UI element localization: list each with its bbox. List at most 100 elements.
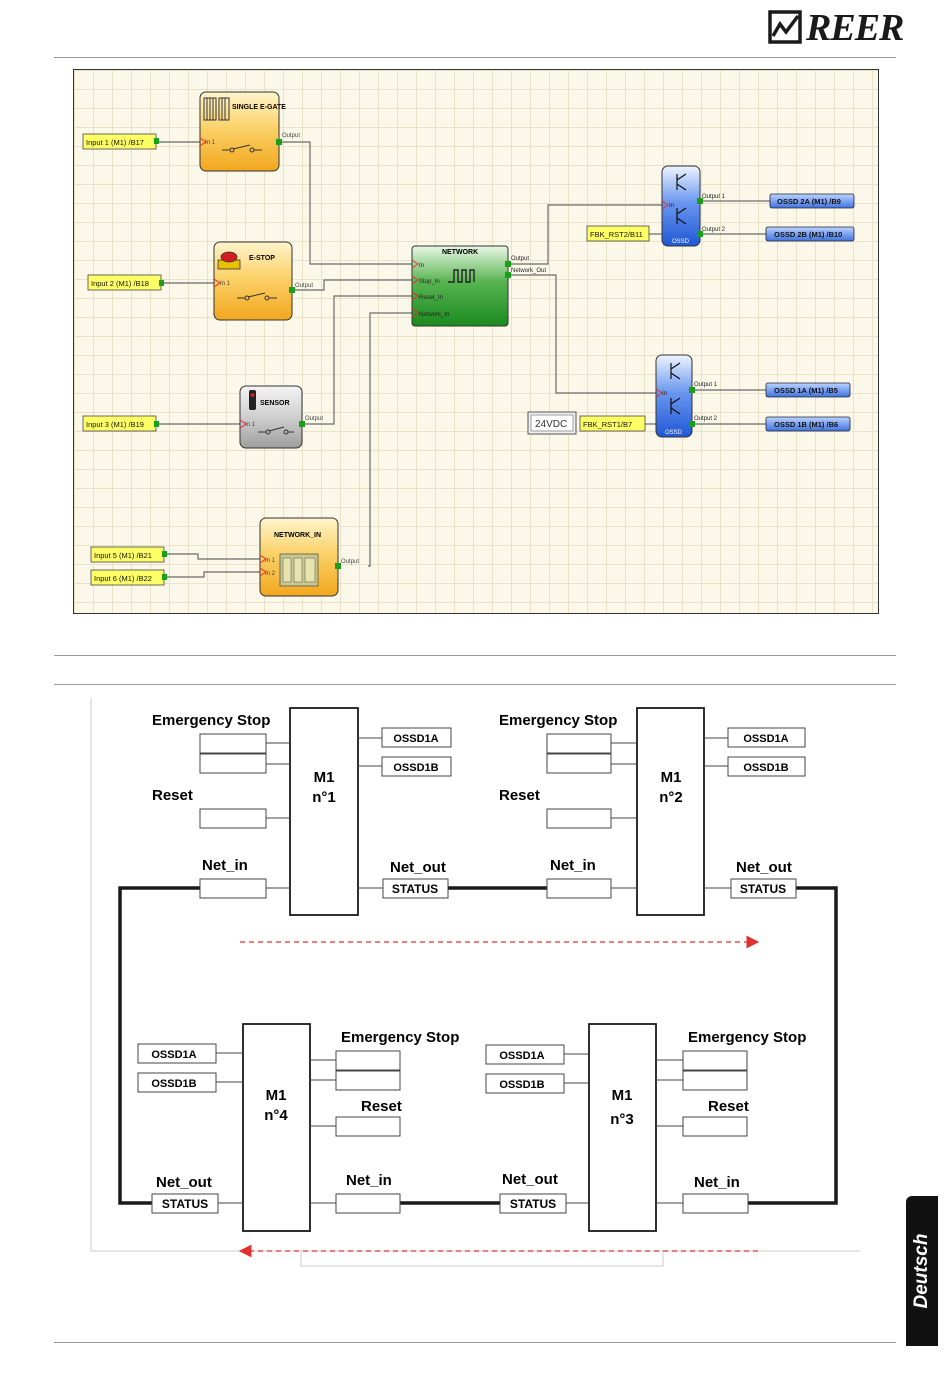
language-label: Deutsch bbox=[911, 1233, 932, 1309]
module-2: M1 n°2 Emergency Stop Reset Net_in OSSD1… bbox=[499, 707, 806, 916]
m4-ossd1a: OSSD1A bbox=[151, 1049, 196, 1061]
estop-block[interactable]: E-STOP In 1 Output bbox=[213, 241, 313, 321]
network-pin-stop: Stop_In bbox=[419, 279, 440, 285]
footer-rule bbox=[54, 1342, 896, 1343]
network-pulse-icon bbox=[448, 269, 475, 283]
input-tag-5[interactable]: Input 5 (M1) /B21 bbox=[94, 551, 152, 560]
module-2-number: n°2 bbox=[659, 789, 683, 806]
m3-reset-label: Reset bbox=[708, 1098, 749, 1115]
input-tag-1[interactable]: Input 1 (M1) /B17 bbox=[86, 138, 144, 147]
ossd-bottom-in: In bbox=[662, 391, 667, 397]
m2-emergency-stop-label: Emergency Stop bbox=[499, 712, 617, 729]
network-in-out: Output bbox=[341, 559, 359, 565]
section-rule-1 bbox=[54, 655, 896, 656]
module-3-name: M1 bbox=[612, 1087, 633, 1104]
m3-status: STATUS bbox=[510, 1197, 556, 1211]
m2-reset-label: Reset bbox=[499, 787, 540, 804]
network-block[interactable]: NETWORK In Stop_In Reset_In Network_In O… bbox=[411, 245, 546, 327]
input-tag-2[interactable]: Input 2 (M1) /B18 bbox=[91, 279, 149, 288]
m2-net-in-label: Net_in bbox=[550, 857, 596, 874]
single-egate-block[interactable]: SINGLE E-GATE In 1 Output bbox=[199, 91, 300, 172]
m4-net-in-label: Net_in bbox=[346, 1172, 392, 1189]
module-4-number: n°4 bbox=[264, 1107, 288, 1124]
sensor-out: Output bbox=[305, 416, 323, 422]
switch-icon bbox=[237, 292, 277, 301]
switch-icon bbox=[258, 426, 294, 435]
sensor-block[interactable]: SENSOR In 1 Output bbox=[239, 385, 323, 449]
m4-net-out-label: Net_out bbox=[156, 1174, 212, 1191]
sensor-icon bbox=[249, 390, 256, 410]
m4-emergency-stop-label: Emergency Stop bbox=[341, 1029, 459, 1046]
emergency-button-icon bbox=[217, 251, 241, 270]
input-tag-fbk-rst2[interactable]: FBK_RST2/B11 bbox=[590, 230, 643, 239]
transistor-icon bbox=[676, 173, 687, 225]
network-in-in2: In 2 bbox=[265, 571, 276, 577]
module-2-name: M1 bbox=[661, 769, 682, 786]
m4-reset-label: Reset bbox=[361, 1098, 402, 1115]
section-rule-2 bbox=[54, 684, 896, 685]
estop-in: In 1 bbox=[220, 281, 231, 287]
m2-net-out-label: Net_out bbox=[736, 859, 792, 876]
m1-emergency-stop-label: Emergency Stop bbox=[152, 712, 270, 729]
network-in-title: NETWORK_IN bbox=[274, 532, 321, 539]
network-ring-svg: M1 n°1 Emergency Stop Reset Net_in OSSD1… bbox=[90, 698, 860, 1267]
module-1: M1 n°1 Emergency Stop Reset Net_in OSSD1… bbox=[152, 707, 452, 916]
switch-icon bbox=[222, 144, 262, 153]
m2-status: STATUS bbox=[740, 882, 786, 896]
reer-logo: REER bbox=[768, 7, 904, 49]
input-tag-6[interactable]: Input 6 (M1) /B22 bbox=[94, 574, 152, 583]
gate-icon bbox=[203, 97, 230, 121]
m1-net-in-label: Net_in bbox=[202, 857, 248, 874]
estop-title: E-STOP bbox=[249, 255, 275, 262]
network-ring-diagram: M1 n°1 Emergency Stop Reset Net_in OSSD1… bbox=[90, 698, 860, 1268]
network-in-in1: In 1 bbox=[265, 558, 276, 564]
network-title: NETWORK bbox=[442, 249, 478, 256]
network-ring-line bbox=[118, 886, 838, 1205]
network-in-block[interactable]: NETWORK_IN In 1 In 2 Output bbox=[259, 517, 359, 597]
m1-ossd1a: OSSD1A bbox=[393, 733, 438, 745]
ossd-block-bottom[interactable]: In OSSD Output 1 Output 2 bbox=[655, 354, 718, 438]
ossd-top-out2: Output 2 bbox=[702, 227, 726, 233]
designer-diagram: Input 1 (M1) /B17 Input 2 (M1) /B18 Inpu… bbox=[82, 91, 855, 597]
ossd-top-title: OSSD bbox=[672, 239, 690, 245]
output-tag-ossd-2b[interactable]: OSSD 2B (M1) /B10 bbox=[774, 230, 842, 239]
network-pin-reset: Reset_In bbox=[419, 295, 443, 301]
m1-net-out-label: Net_out bbox=[390, 859, 446, 876]
header-rule bbox=[54, 57, 896, 58]
single-egate-title: SINGLE E-GATE bbox=[232, 104, 286, 111]
m3-ossd1b: OSSD1B bbox=[499, 1079, 544, 1091]
ossd-top-in: In bbox=[669, 203, 674, 209]
module-3: M1 n°3 OSSD1A OSSD1B Net_out STATUS Emer… bbox=[485, 1023, 806, 1232]
network-pin-netout: Network_Out bbox=[511, 268, 546, 274]
output-tag-ossd-1b[interactable]: OSSD 1B (M1) /B6 bbox=[774, 420, 838, 429]
module-1-number: n°1 bbox=[312, 789, 336, 806]
module-4-name: M1 bbox=[266, 1087, 287, 1104]
m3-ossd1a: OSSD1A bbox=[499, 1050, 544, 1062]
m3-emergency-stop-label: Emergency Stop bbox=[688, 1029, 806, 1046]
sensor-in: In 1 bbox=[245, 422, 256, 428]
single-egate-in: In 1 bbox=[205, 140, 216, 146]
network-pin-net: Network_In bbox=[419, 312, 449, 318]
ossd-top-out1: Output 1 bbox=[702, 194, 726, 200]
input-tag-fbk-rst1[interactable]: FBK_RST1/B7 bbox=[583, 420, 632, 429]
m2-ossd1a: OSSD1A bbox=[743, 733, 788, 745]
reer-logo-icon bbox=[768, 10, 802, 44]
module-4: M1 n°4 OSSD1A OSSD1B Net_out STATUS Emer… bbox=[137, 1023, 459, 1232]
m1-ossd1b: OSSD1B bbox=[393, 762, 438, 774]
transistor-icon bbox=[670, 362, 681, 415]
controller-icon bbox=[279, 553, 319, 587]
m4-status: STATUS bbox=[162, 1197, 208, 1211]
voltage-label: 24VDC bbox=[535, 419, 567, 430]
ossd-bottom-out1: Output 1 bbox=[694, 382, 718, 388]
output-tag-ossd-2a[interactable]: OSSD 2A (M1) /B9 bbox=[777, 197, 841, 206]
module-1-name: M1 bbox=[314, 769, 335, 786]
single-egate-out: Output bbox=[282, 133, 300, 139]
output-tag-ossd-1a[interactable]: OSSD 1A (M1) /B5 bbox=[774, 386, 838, 395]
m1-status: STATUS bbox=[392, 882, 438, 896]
ossd-bottom-title: OSSD bbox=[665, 430, 683, 436]
m2-ossd1b: OSSD1B bbox=[743, 762, 788, 774]
module-3-number: n°3 bbox=[610, 1111, 634, 1128]
network-pin-out: Output bbox=[511, 256, 529, 262]
ossd-block-top[interactable]: In OSSD Output 1 Output 2 bbox=[661, 165, 726, 247]
input-tag-3[interactable]: Input 3 (M1) /B19 bbox=[86, 420, 144, 429]
